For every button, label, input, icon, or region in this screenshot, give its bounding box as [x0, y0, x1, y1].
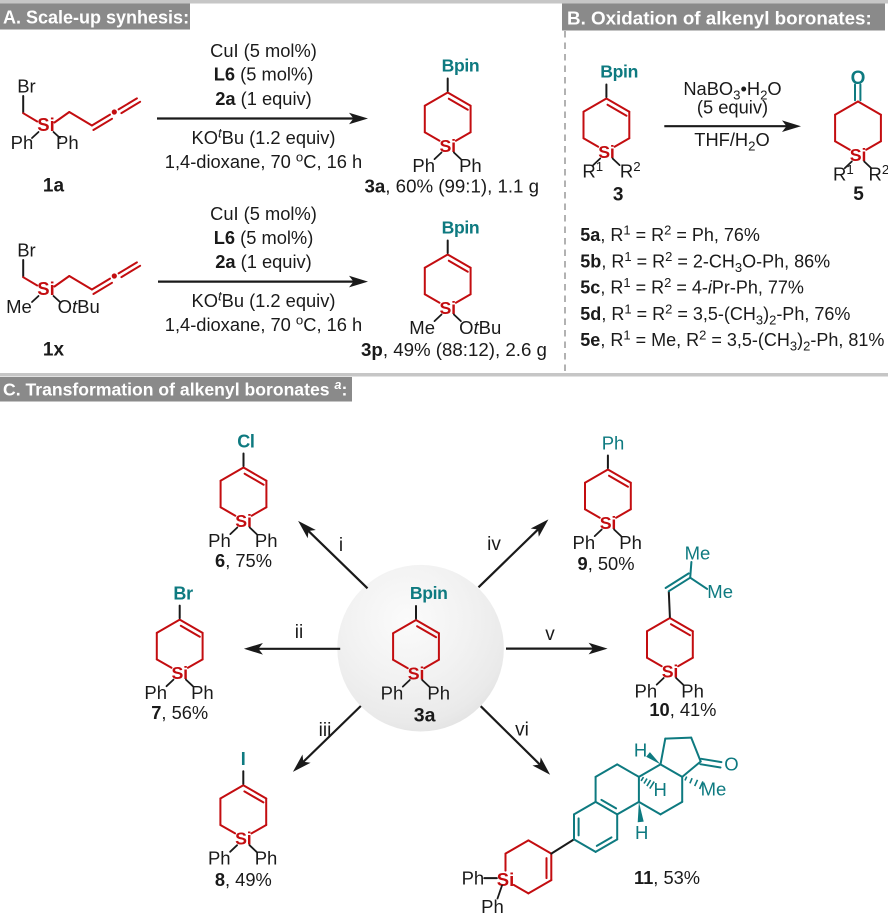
svg-text:Ph: Ph	[255, 530, 278, 551]
svg-text:vi: vi	[515, 720, 529, 741]
svg-text:A. Scale-up synhesis:: A. Scale-up synhesis:	[3, 8, 189, 28]
svg-text:Bpin: Bpin	[410, 583, 448, 603]
svg-text:OtBu: OtBu	[459, 317, 501, 338]
svg-text:11, 53%: 11, 53%	[634, 867, 700, 888]
svg-text:2a (1 equiv): 2a (1 equiv)	[215, 251, 312, 272]
svg-text:Ph: Ph	[56, 132, 79, 153]
svg-text:Me: Me	[685, 543, 711, 564]
svg-text:10, 41%: 10, 41%	[649, 699, 716, 720]
svg-text:Ph: Ph	[208, 848, 231, 869]
svg-text:Bpin: Bpin	[442, 218, 480, 238]
svg-text:O: O	[724, 754, 738, 775]
svg-text:Si: Si	[37, 278, 54, 299]
svg-text:H: H	[635, 822, 648, 843]
svg-text:5c, R1 = R2 = 4-iPr-Ph, 77%: 5c, R1 = R2 = 4-iPr-Ph, 77%	[580, 275, 804, 298]
svg-text:2a (1 equiv): 2a (1 equiv)	[215, 88, 312, 109]
svg-text:Bpin: Bpin	[600, 62, 638, 82]
svg-text:ii: ii	[295, 622, 303, 643]
svg-text:7, 56%: 7, 56%	[151, 702, 208, 723]
svg-text:KOtBu (1.2 equiv): KOtBu (1.2 equiv)	[192, 289, 336, 312]
svg-text:KOtBu (1.2 equiv): KOtBu (1.2 equiv)	[192, 126, 336, 149]
svg-text:B. Oxidation of alkenyl borona: B. Oxidation of alkenyl boronates:	[567, 8, 872, 29]
svg-text:5: 5	[853, 184, 864, 205]
svg-text:3a, 60% (99:1), 1.1 g: 3a, 60% (99:1), 1.1 g	[365, 175, 540, 196]
svg-text:H: H	[654, 779, 667, 800]
svg-text:3p, 49% (88:12), 2.6 g: 3p, 49% (88:12), 2.6 g	[361, 339, 547, 360]
svg-text:1,4-dioxane, 70 oC, 16 h: 1,4-dioxane, 70 oC, 16 h	[165, 313, 362, 336]
svg-text:Ph: Ph	[144, 682, 167, 703]
svg-text:Ph: Ph	[459, 155, 482, 176]
svg-text:Ph: Ph	[573, 532, 596, 553]
svg-text:H: H	[634, 740, 647, 761]
svg-text:1a: 1a	[43, 176, 65, 197]
svg-text:L6 (5 mol%): L6 (5 mol%)	[214, 64, 314, 85]
svg-text:1x: 1x	[43, 340, 65, 361]
svg-text:I: I	[241, 749, 246, 769]
svg-text:Br: Br	[173, 584, 193, 604]
svg-text:8, 49%: 8, 49%	[215, 869, 272, 890]
svg-text:v: v	[545, 624, 555, 645]
svg-text:Si: Si	[497, 869, 514, 890]
svg-text:Si: Si	[37, 114, 54, 135]
svg-text:Br: Br	[17, 239, 36, 260]
svg-text:Me: Me	[6, 296, 32, 317]
svg-text:Ph: Ph	[412, 155, 435, 176]
svg-text:Me: Me	[701, 779, 727, 800]
svg-text:5d, R1 = R2 = 3,5-(CH3)2-Ph,: 5d, R1 = R2 = 3,5-(CH3)2-Ph, 76%	[580, 301, 850, 327]
svg-text:Ph: Ph	[255, 848, 278, 869]
svg-text:5b, R1 = R2 = 2-CH3O-Ph, 86%: 5b, R1 = R2 = 2-CH3O-Ph, 86%	[580, 249, 830, 275]
svg-text:Ph: Ph	[381, 682, 404, 703]
svg-text:C. Transformation of alkenyl b: C. Transformation of alkenyl boronates a…	[3, 378, 347, 400]
svg-text:3: 3	[613, 184, 624, 205]
svg-text:CuI (5 mol%): CuI (5 mol%)	[210, 40, 317, 61]
svg-text:Ph: Ph	[602, 433, 625, 454]
svg-text:Me: Me	[409, 317, 435, 338]
svg-text:Ph: Ph	[208, 530, 231, 551]
svg-text:CuI (5 mol%): CuI (5 mol%)	[210, 203, 317, 224]
svg-text:Ph: Ph	[191, 682, 214, 703]
svg-text:3a: 3a	[414, 705, 436, 727]
svg-text:Br: Br	[17, 75, 36, 96]
svg-text:i: i	[339, 535, 343, 556]
svg-text:9, 50%: 9, 50%	[578, 553, 635, 574]
svg-text:OtBu: OtBu	[58, 296, 100, 317]
svg-text:Bpin: Bpin	[442, 56, 480, 76]
svg-text:THF/H2O: THF/H2O	[694, 129, 769, 154]
svg-text:Me: Me	[707, 581, 733, 602]
svg-text:(5 equiv): (5 equiv)	[697, 97, 768, 118]
svg-text:Cl: Cl	[237, 432, 254, 452]
svg-text:Ph: Ph	[481, 896, 504, 917]
svg-text:6, 75%: 6, 75%	[215, 550, 272, 571]
svg-text:Ph: Ph	[427, 682, 450, 703]
svg-text:O: O	[851, 68, 866, 89]
svg-text:Ph: Ph	[619, 532, 642, 553]
svg-text:Ph: Ph	[462, 868, 485, 889]
svg-text:1,4-dioxane, 70 oC, 16 h: 1,4-dioxane, 70 oC, 16 h	[165, 150, 362, 173]
svg-text:iv: iv	[487, 534, 501, 555]
svg-text:L6 (5 mol%): L6 (5 mol%)	[214, 227, 314, 248]
svg-text:Ph: Ph	[11, 132, 34, 153]
svg-text:iii: iii	[319, 720, 332, 741]
